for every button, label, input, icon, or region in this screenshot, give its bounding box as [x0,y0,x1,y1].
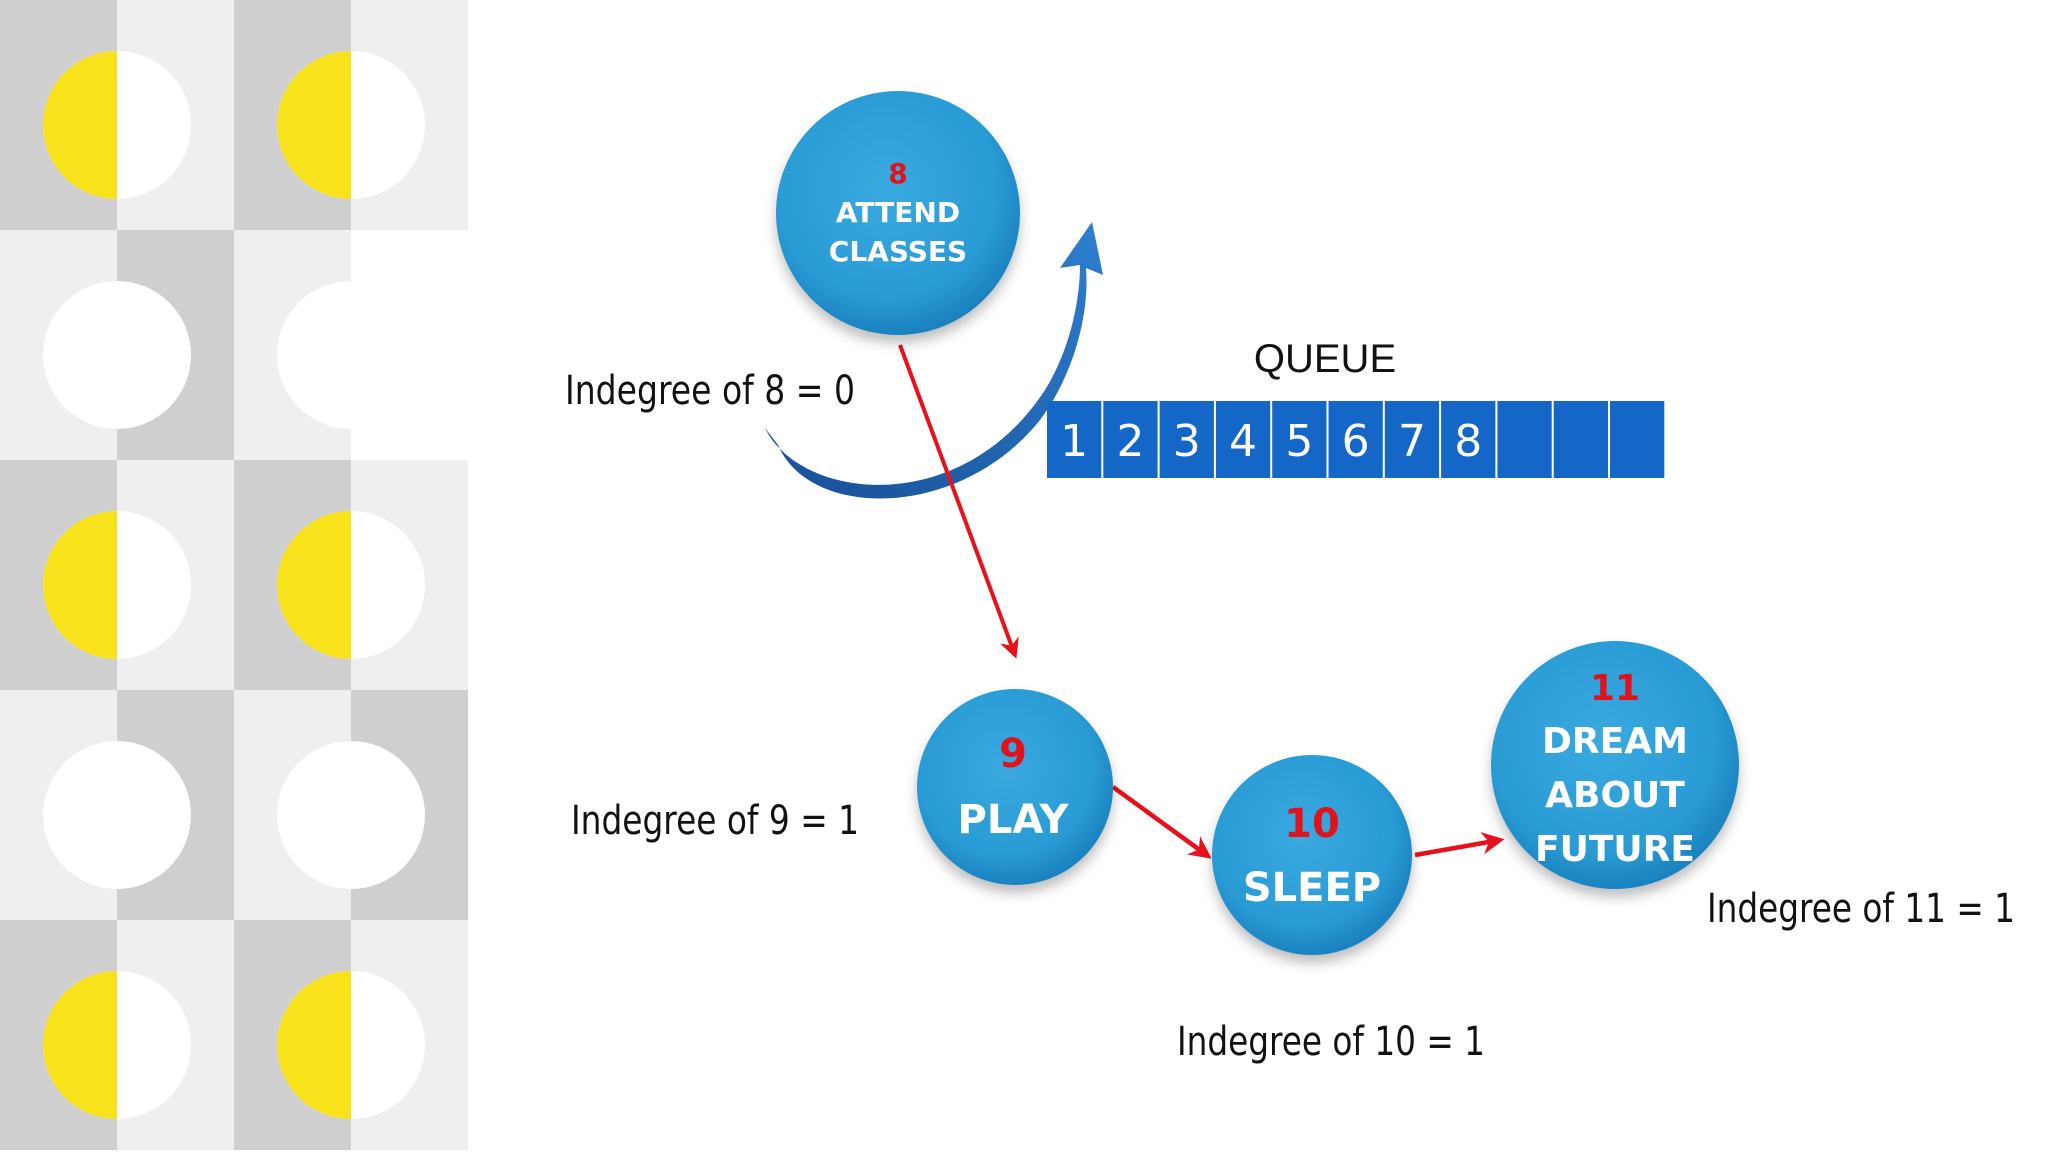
deco-half-circle [277,511,351,659]
node-8-label-line-2: CLASSES [829,235,967,268]
node-8 [776,91,1020,335]
queue-cell [1553,401,1608,478]
curved-arrow-shape [765,222,1103,499]
deco-half-circle [277,51,351,199]
queue-cell [1103,401,1158,478]
queue-cell-value: 5 [1285,416,1313,467]
queue-cell [1441,401,1496,478]
queue-cell-value: 4 [1229,416,1257,467]
queue-cell-value: 6 [1342,416,1370,467]
deco-half-circle [43,971,117,1119]
node-9-label-line-1: PLAY [958,797,1070,843]
node-11-label-line-1: DREAM [1542,721,1688,762]
queue-cell-value: 1 [1060,416,1088,467]
indegree-label-11: Indegree of 11 = 1 [1707,886,2015,932]
node-9 [917,689,1113,885]
queue-cell [1215,401,1271,478]
queue-cell [1384,401,1440,478]
node-10 [1212,755,1412,955]
queue-cell [1272,401,1327,478]
node-11-circle [1491,641,1739,889]
deco-circle [277,281,425,429]
edges-layer [898,344,1505,859]
node-8-circle [776,91,1020,335]
edge-9-to-10 [1111,785,1212,859]
deco-half-circle [43,51,117,199]
node-11-number: 11 [1590,668,1640,709]
queue-cell [1497,401,1552,478]
deco-half-circle [43,511,117,659]
indegree-label-10: Indegree of 10 = 1 [1177,1019,1485,1065]
node-10-circle [1212,755,1412,955]
queue-cell [1047,401,1102,478]
node-9-circle [917,689,1113,885]
node-10-label-line-1: SLEEP [1243,865,1381,911]
queue-cell [1328,401,1383,478]
indegree-label-9: Indegree of 9 = 1 [571,798,859,844]
queue-cell-value: 7 [1398,416,1426,467]
queue-label: QUEUE [1254,337,1396,381]
queue-cell-value: 8 [1454,416,1482,467]
queue-cell [1610,401,1665,478]
node-11 [1491,641,1739,889]
deco-circle [43,281,191,429]
edge-8-to-9 [898,344,1019,659]
deco-circle [277,741,425,889]
deco-circle [43,741,191,889]
queue-cell [1159,401,1214,478]
node-10-number: 10 [1284,801,1340,847]
enqueue-curved-arrow [765,222,1103,499]
decorative-pattern [0,0,468,1150]
edge-10-to-11 [1414,832,1505,858]
node-8-number: 8 [888,157,907,190]
node-8-label-line-1: ATTEND [836,196,960,229]
node-11-label-line-2: ABOUT [1545,775,1685,816]
node-9-number: 9 [999,731,1027,777]
node-11-label-line-3: FUTURE [1535,829,1695,870]
queue-cell-value: 2 [1116,416,1144,467]
indegree-label-8: Indegree of 8 = 0 [565,368,855,414]
queue-cell-value: 3 [1173,416,1201,467]
deco-half-circle [277,971,351,1119]
